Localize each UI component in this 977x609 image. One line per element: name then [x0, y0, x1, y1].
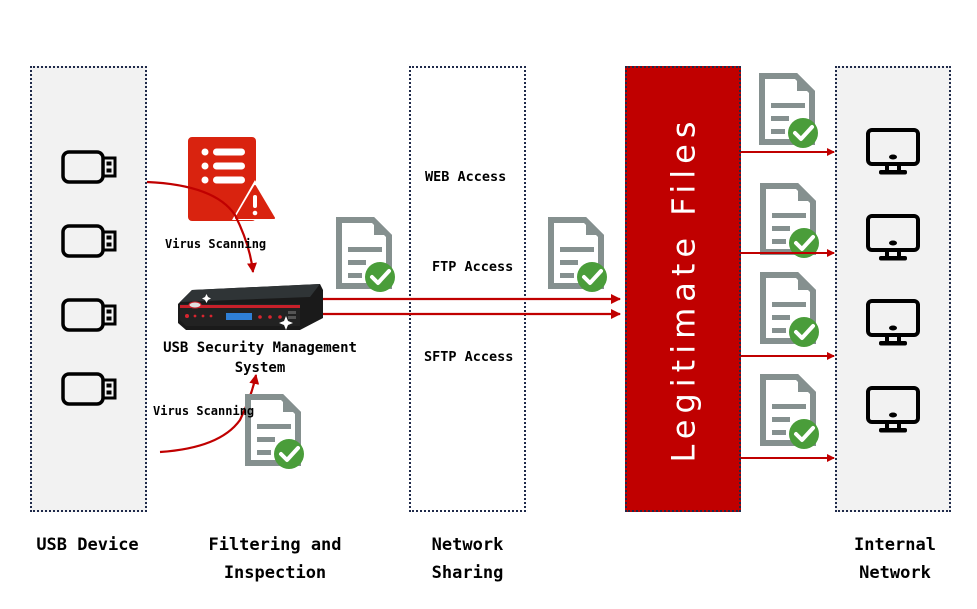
verified-document-icon	[758, 372, 821, 451]
monitor-icon	[866, 386, 920, 435]
verified-document-icon	[546, 215, 609, 294]
verified-document-icon	[757, 71, 820, 150]
ftp-access-label: FTP Access	[432, 259, 514, 275]
web-access-label: WEB Access	[425, 169, 507, 185]
scan-arrow-top	[146, 180, 257, 273]
device-label-line1: USB Security Management	[163, 340, 357, 356]
usb-drive-icon	[61, 298, 117, 332]
monitor-icon	[866, 214, 920, 263]
column-label-text: Network	[431, 535, 504, 555]
device-label: USB Security Management System	[158, 338, 362, 378]
virus-scanning-label-bottom: Virus Scanning	[153, 404, 255, 418]
virus-scanning-label-top: Virus Scanning	[165, 237, 267, 251]
network-sharing-panel	[409, 66, 526, 512]
column-label-text: Network	[859, 563, 931, 583]
usb-drive-icon	[61, 224, 117, 258]
column-label-text: Sharing	[431, 563, 504, 583]
verified-document-icon	[758, 181, 821, 260]
column-label-usb-device: USB Device	[20, 531, 155, 559]
column-label-network-sharing: Network Sharing	[409, 531, 526, 587]
column-label-text: Filtering and	[208, 535, 342, 555]
legitimate-files-panel: Legitimate Files	[625, 66, 741, 512]
monitor-icon	[866, 128, 920, 177]
device-label-line2: System	[234, 360, 286, 376]
usb-drive-icon	[61, 150, 117, 184]
column-label-text: Inspection	[223, 563, 327, 583]
internal-network-panel	[835, 66, 951, 512]
usb-device-panel	[30, 66, 147, 512]
sftp-access-label: SFTP Access	[424, 349, 514, 365]
column-label-text: Internal	[854, 535, 936, 555]
column-label-text: USB Device	[36, 535, 139, 555]
usb-drive-icon	[61, 372, 117, 406]
column-label-internal-network: Internal Network	[835, 531, 955, 587]
monitor-icon	[866, 299, 920, 348]
verified-document-icon	[758, 270, 821, 349]
verified-document-icon	[334, 215, 397, 294]
scan-arrow-bottom	[159, 374, 260, 454]
column-label-filtering: Filtering and Inspection	[190, 531, 360, 587]
usb-security-appliance-icon	[178, 284, 323, 330]
virus-alert-document-icon	[188, 137, 278, 221]
